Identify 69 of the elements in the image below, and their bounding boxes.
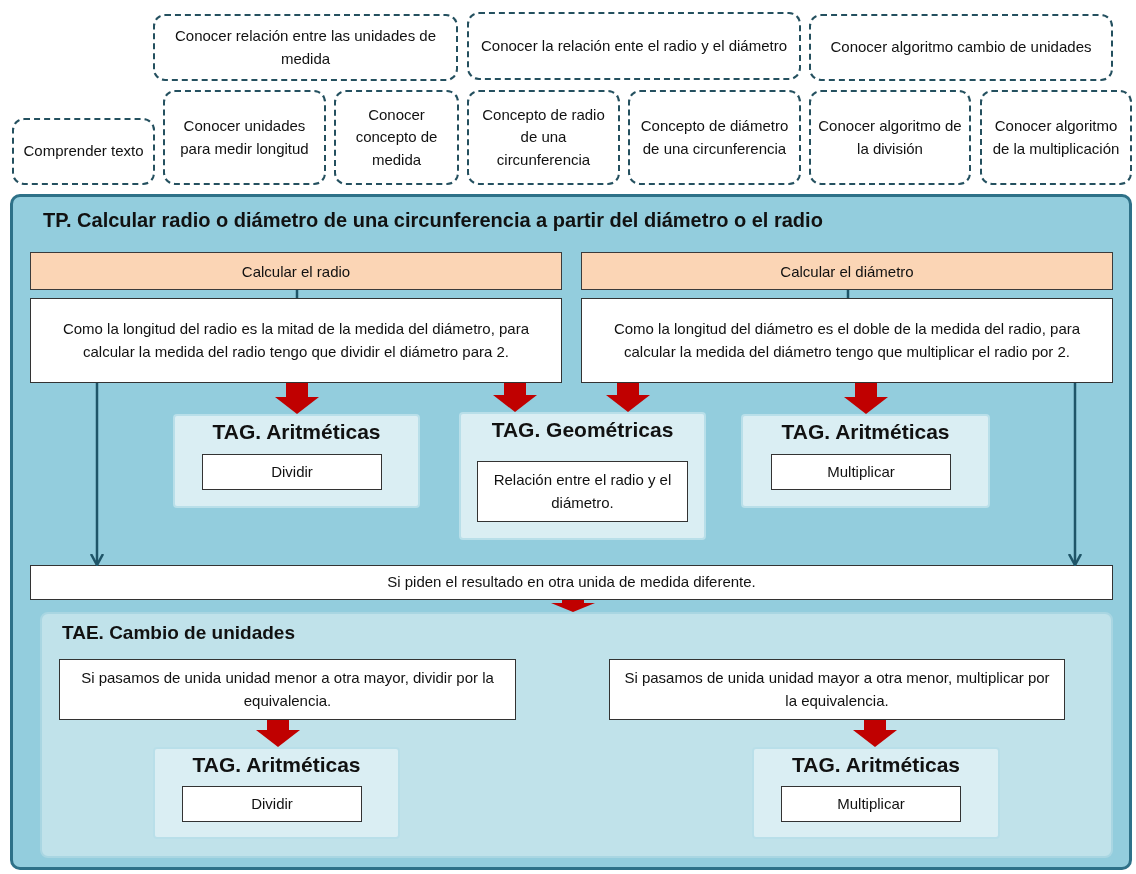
text-box	[202, 454, 382, 490]
group-panel	[153, 747, 400, 839]
connector-line	[295, 290, 299, 298]
connector-line	[846, 290, 850, 298]
block-arrow	[844, 383, 888, 414]
panel-heading: TAG. Aritméticas	[780, 420, 951, 444]
text-box	[30, 298, 562, 383]
prerequisite-box	[980, 90, 1132, 185]
arrow	[89, 383, 105, 567]
step-header	[581, 252, 1113, 290]
step-header	[30, 252, 562, 290]
prerequisite-box	[809, 14, 1113, 81]
prerequisite-box	[467, 12, 801, 80]
box-text: Como la longitud del diámetro es el doble de la medida del radio, para calcular la medida del diámetro tengo que multiplicar el radio por 2.	[612, 319, 1082, 362]
prerequisite-box	[153, 14, 458, 81]
group-panel	[752, 747, 1000, 839]
block-arrow	[256, 720, 300, 747]
text-box	[30, 565, 1113, 600]
panel-heading: TAE. Cambio de unidades	[62, 622, 295, 644]
block-arrow	[275, 383, 319, 414]
box-text: Conocer algoritmo de la multiplicación	[991, 116, 1121, 159]
group-panel	[459, 412, 706, 540]
panel-heading: TAG. Aritméticas	[790, 753, 961, 777]
prerequisite-box	[334, 90, 459, 185]
box-text: Dividir	[251, 793, 293, 814]
box-text: Comprender texto	[23, 141, 144, 162]
box-text: Multiplicar	[837, 793, 905, 814]
text-box	[581, 298, 1113, 383]
box-text: Calcular el radio	[241, 262, 351, 280]
box-text: Si pasamos de unida unidad menor a otra mayor, dividir por la equivalencia.	[80, 668, 495, 711]
box-text: Concepto de diámetro de una circunferencia	[639, 116, 790, 159]
panel-heading: TAG. Aritméticas	[211, 420, 382, 444]
box-text: Dividir	[271, 461, 313, 482]
box-text: Conocer concepto de medida	[354, 104, 439, 170]
box-text: Conocer relación entre las unidades de medida	[174, 26, 437, 69]
box-text: Multiplicar	[827, 461, 895, 482]
group-panel	[173, 414, 420, 508]
text-box	[781, 786, 961, 822]
prerequisite-box	[12, 118, 155, 185]
text-box	[609, 659, 1065, 720]
panel-heading: TAG. Aritméticas	[191, 753, 362, 777]
process-panel	[10, 194, 1132, 870]
arrow	[1067, 383, 1083, 567]
box-text: Concepto de radio de una circunferencia	[481, 104, 606, 170]
box-text: Conocer la relación ente el radio y el diámetro	[481, 35, 787, 56]
prerequisite-box	[809, 90, 971, 185]
text-box	[477, 461, 688, 522]
box-text: Conocer algoritmo cambio de unidades	[830, 37, 1092, 58]
block-arrow	[493, 383, 537, 412]
box-text: Relación entre el radio y el diámetro.	[492, 470, 673, 513]
text-box	[182, 786, 362, 822]
block-arrow	[551, 600, 595, 612]
box-text: Conocer algoritmo de la división	[817, 116, 963, 159]
text-box	[59, 659, 516, 720]
panel-heading: TP. Calcular radio o diámetro de una circunferencia a partir del diámetro o el radio	[43, 209, 823, 232]
prerequisite-box	[628, 90, 801, 185]
panel-heading: TAG. Geométricas	[490, 418, 675, 442]
box-text: Conocer unidades para medir longitud	[179, 116, 310, 159]
prerequisite-box	[163, 90, 326, 185]
block-arrow	[853, 720, 897, 747]
text-box	[771, 454, 951, 490]
box-text: Si pasamos de unida unidad mayor a otra menor, multiplicar por la equivalencia.	[623, 668, 1051, 711]
group-panel	[741, 414, 990, 508]
prerequisite-box	[467, 90, 620, 185]
box-text: Como la longitud del radio es la mitad de la medida del diámetro, para calcular la medida del radio tengo que dividir el diámetro para 2.	[61, 319, 531, 362]
block-arrow	[606, 383, 650, 412]
box-text: Si piden el resultado en otra unida de medida diferente.	[387, 572, 756, 593]
box-text: Calcular el diámetro	[780, 262, 914, 280]
group-panel	[40, 612, 1113, 858]
